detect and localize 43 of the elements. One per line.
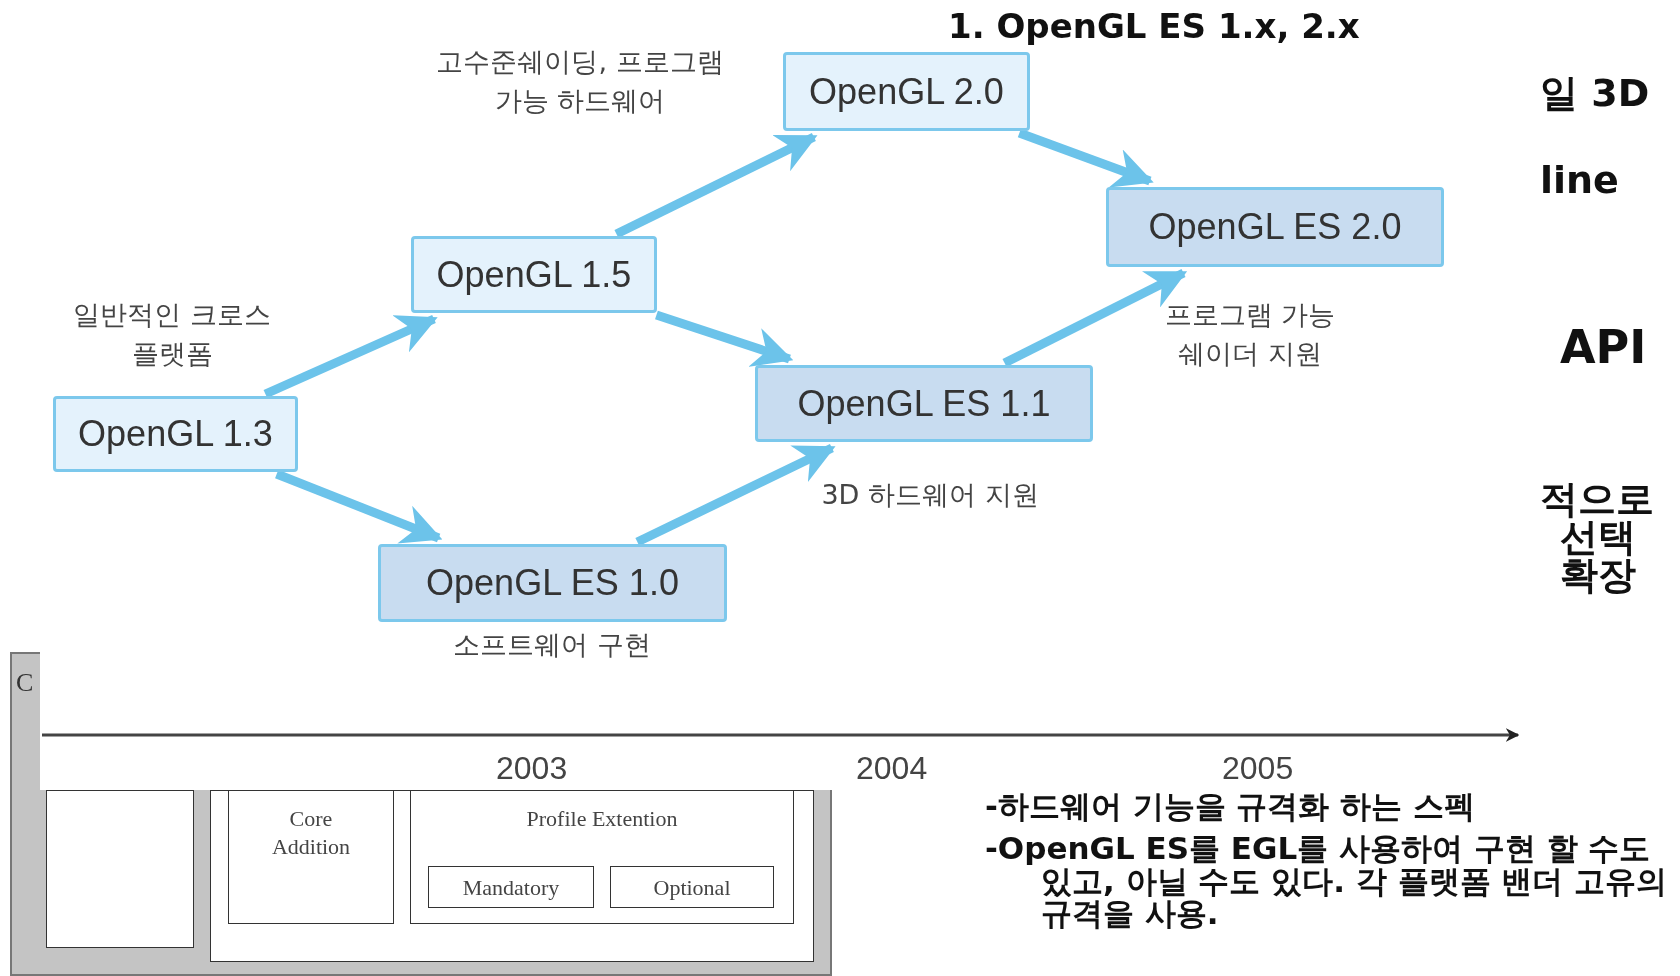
option-box: [610, 866, 774, 908]
slide-text: API: [1560, 320, 1647, 374]
box-label: Optional: [653, 875, 731, 900]
box-label: OpenGL ES 1.0: [426, 562, 679, 604]
year-label: 2005: [1222, 750, 1294, 787]
box-label: OpenGL 2.0: [809, 70, 1004, 113]
arrow: [263, 314, 438, 399]
arrow: [614, 132, 818, 239]
version-box: [1106, 187, 1444, 267]
arrow: [635, 443, 836, 547]
version-note: 프로그램 가능 쉐이더 지원: [1163, 298, 1337, 372]
version-box: [783, 52, 1030, 131]
arrow: [275, 469, 443, 544]
box-label: OpenGL ES 2.0: [1148, 206, 1402, 248]
panel-title: C: [16, 668, 34, 698]
year-label: 2004: [856, 750, 928, 787]
module-box: [228, 790, 394, 924]
version-note: 3D 하드웨어 지원: [820, 478, 1040, 512]
slide-text: 적으로: [1540, 476, 1654, 521]
box-label: Core Addition: [270, 805, 352, 860]
arrow: [655, 310, 794, 367]
version-note: 소프트웨어 구현: [452, 628, 652, 662]
version-box: [411, 236, 657, 313]
arrow: [1017, 128, 1154, 188]
slide-text: 1. OpenGL ES 1.x, 2.x: [948, 6, 1360, 46]
year-label: 2003: [496, 750, 568, 787]
box-label: Profile Extention: [526, 805, 678, 833]
box-label: OpenGL 1.3: [78, 413, 273, 455]
module-box: [46, 790, 194, 948]
box-label: OpenGL 1.5: [436, 253, 632, 296]
module-box: [210, 790, 814, 962]
arrow: [1002, 268, 1188, 368]
box-label: OpenGL ES 1.1: [797, 382, 1051, 425]
version-box: [378, 544, 727, 622]
box-label: Mandatory: [462, 875, 560, 900]
slide-text: line: [1540, 158, 1619, 202]
version-box: [755, 365, 1093, 442]
module-box: [410, 790, 794, 924]
slide-text: -OpenGL ES를 EGL를 사용하여 구현 할 수도 있고, 아닐 수도 있다. 각 플랫폼 밴더 고유의 규격을 사용.: [985, 832, 1669, 930]
version-box: [53, 396, 298, 472]
slide-text: 일 3D: [1540, 70, 1650, 117]
slide-text: -하드웨어 기능을 규격화 하는 스펙: [985, 787, 1476, 826]
option-box: [428, 866, 594, 908]
